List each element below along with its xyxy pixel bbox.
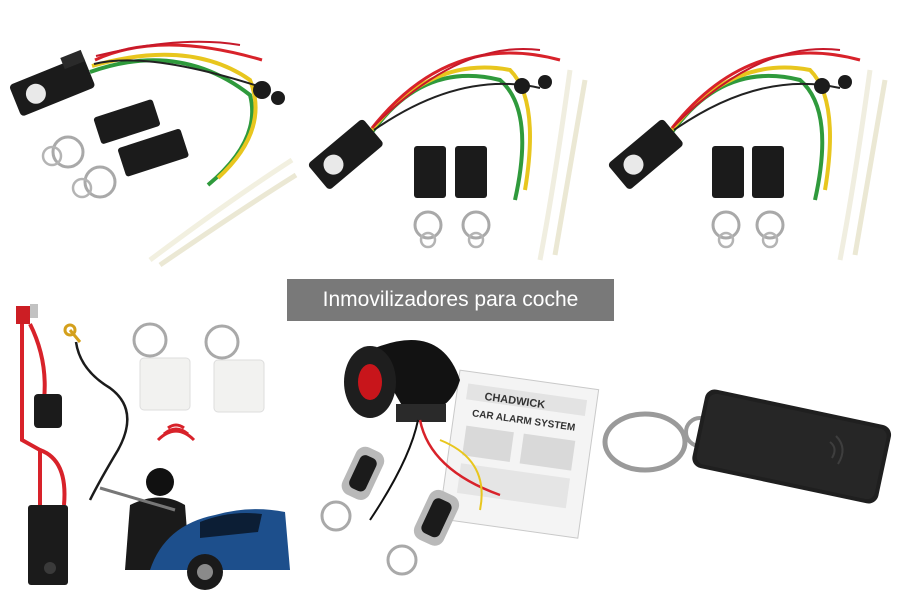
wireless-signal-icon xyxy=(829,435,844,465)
product-immobilizer-kit-3[interactable] xyxy=(600,0,900,270)
siren-icon xyxy=(344,340,460,422)
immobilizer-kit-illustration xyxy=(608,48,888,261)
product-immobilizer-kit-2[interactable] xyxy=(300,0,600,270)
product-rfid-keyfob[interactable] xyxy=(600,320,900,600)
immobilizer-kit-illustration xyxy=(308,48,588,261)
product-car-alarm-siren-kit[interactable]: CHADWICK CAR ALARM SYSTEM xyxy=(300,320,600,600)
product-relay-with-rfid-tags[interactable] xyxy=(0,300,290,600)
wireless-signal-icon xyxy=(156,423,196,442)
keyfob-illustration xyxy=(602,389,892,504)
caption-banner: Inmovilizadores para coche xyxy=(287,279,614,321)
relay-kit-illustration xyxy=(16,304,290,590)
alarm-kit-illustration: CHADWICK CAR ALARM SYSTEM xyxy=(320,340,600,576)
product-immobilizer-kit-1[interactable] xyxy=(0,0,300,270)
car-icon xyxy=(150,509,290,590)
immobilizer-kit-illustration xyxy=(9,40,298,268)
